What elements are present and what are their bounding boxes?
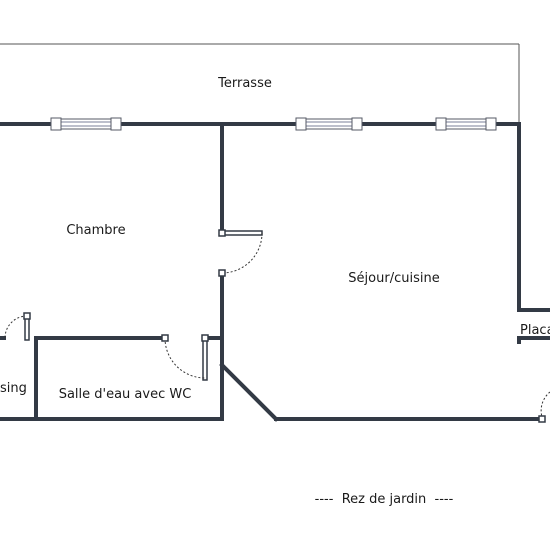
interior-walls	[0, 122, 224, 421]
door-salle-eau	[161, 334, 209, 381]
window-sejour-right	[435, 117, 497, 131]
window-sejour-left	[295, 117, 363, 131]
room-label-terrasse: Terrasse	[217, 76, 272, 91]
room-label-salle-eau: Salle d'eau avec WC	[59, 387, 192, 402]
plan-caption: ---- Rez de jardin ----	[315, 492, 454, 507]
room-label-placard: Placa	[520, 323, 550, 338]
door-dressing	[4, 312, 31, 341]
exterior-walls	[0, 122, 550, 422]
room-label-sejour: Séjour/cuisine	[348, 271, 439, 286]
terrace-outline	[0, 43, 520, 124]
room-label-chambre: Chambre	[66, 223, 125, 238]
door-chambre	[218, 229, 263, 277]
door-entrance	[538, 391, 550, 423]
room-label-dressing: sing	[0, 381, 27, 396]
window-chambre	[50, 117, 122, 131]
